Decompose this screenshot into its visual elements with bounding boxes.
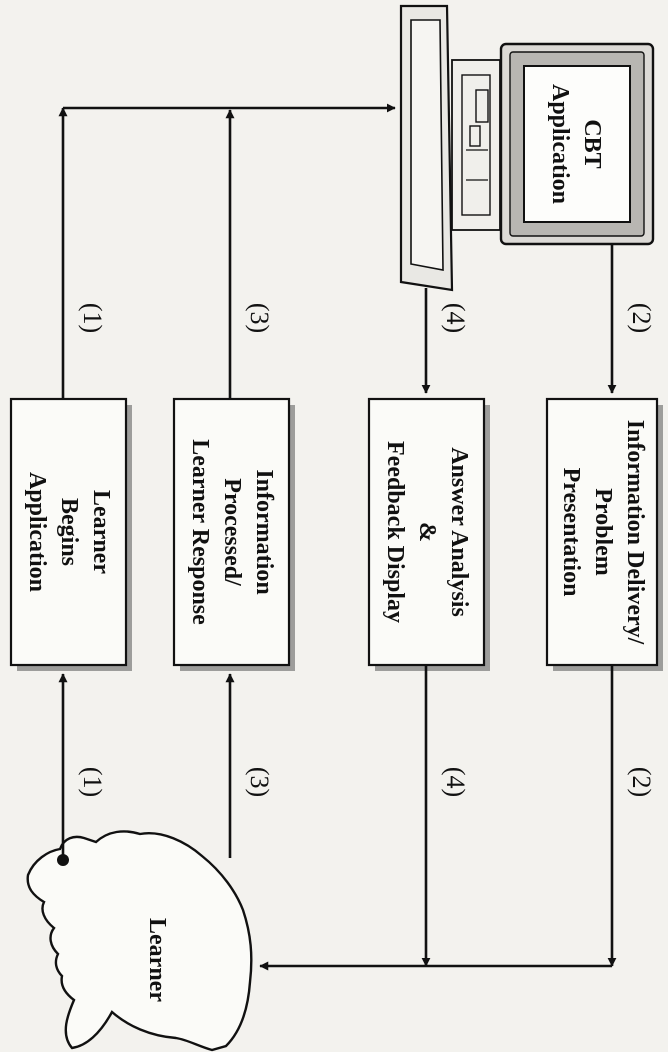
learner-label: Learner	[144, 918, 170, 1002]
box-info-processed: Information Processed/ Learner Response	[174, 399, 295, 671]
step-label-1-upper: (1)	[78, 303, 107, 333]
box-info-processed-line-3: Learner Response	[187, 439, 213, 625]
box-answer-analysis: Answer Analysis & Feedback Display	[369, 399, 490, 671]
box-info-delivery-line-2: Problem	[590, 488, 616, 576]
cbt-screen-line-1: CBT	[579, 119, 605, 168]
box-learner-begins-line-2: Begins	[56, 498, 82, 566]
box-answer-analysis-line-2: &	[414, 522, 440, 542]
box-info-processed-line-1: Information	[251, 469, 277, 594]
box-info-delivery-line-3: Presentation	[558, 468, 584, 597]
box-learner-begins-line-1: Learner	[88, 490, 114, 574]
step-label-4-upper: (4)	[441, 303, 470, 333]
box-answer-analysis-line-1: Answer Analysis	[446, 447, 472, 617]
box-learner-begins: Learner Begins Application	[11, 399, 132, 671]
computer-icon: CBT Application	[401, 6, 653, 290]
step-label-4-lower: (4)	[441, 767, 470, 797]
box-learner-begins-line-3: Application	[24, 472, 50, 592]
box-answer-analysis-line-3: Feedback Display	[382, 441, 408, 623]
step-label-3-upper: (3)	[245, 303, 274, 333]
box-info-processed-line-2: Processed/	[219, 478, 245, 586]
box-info-delivery: Information Delivery/ Problem Presentati…	[547, 399, 663, 671]
step-label-3-lower: (3)	[245, 767, 274, 797]
step-label-2-lower: (2)	[627, 767, 656, 797]
step-label-2-upper: (2)	[627, 303, 656, 333]
box-info-delivery-line-1: Information Delivery/	[622, 420, 648, 645]
step-label-1-lower: (1)	[78, 767, 107, 797]
cbt-screen-line-2: Application	[547, 84, 573, 204]
